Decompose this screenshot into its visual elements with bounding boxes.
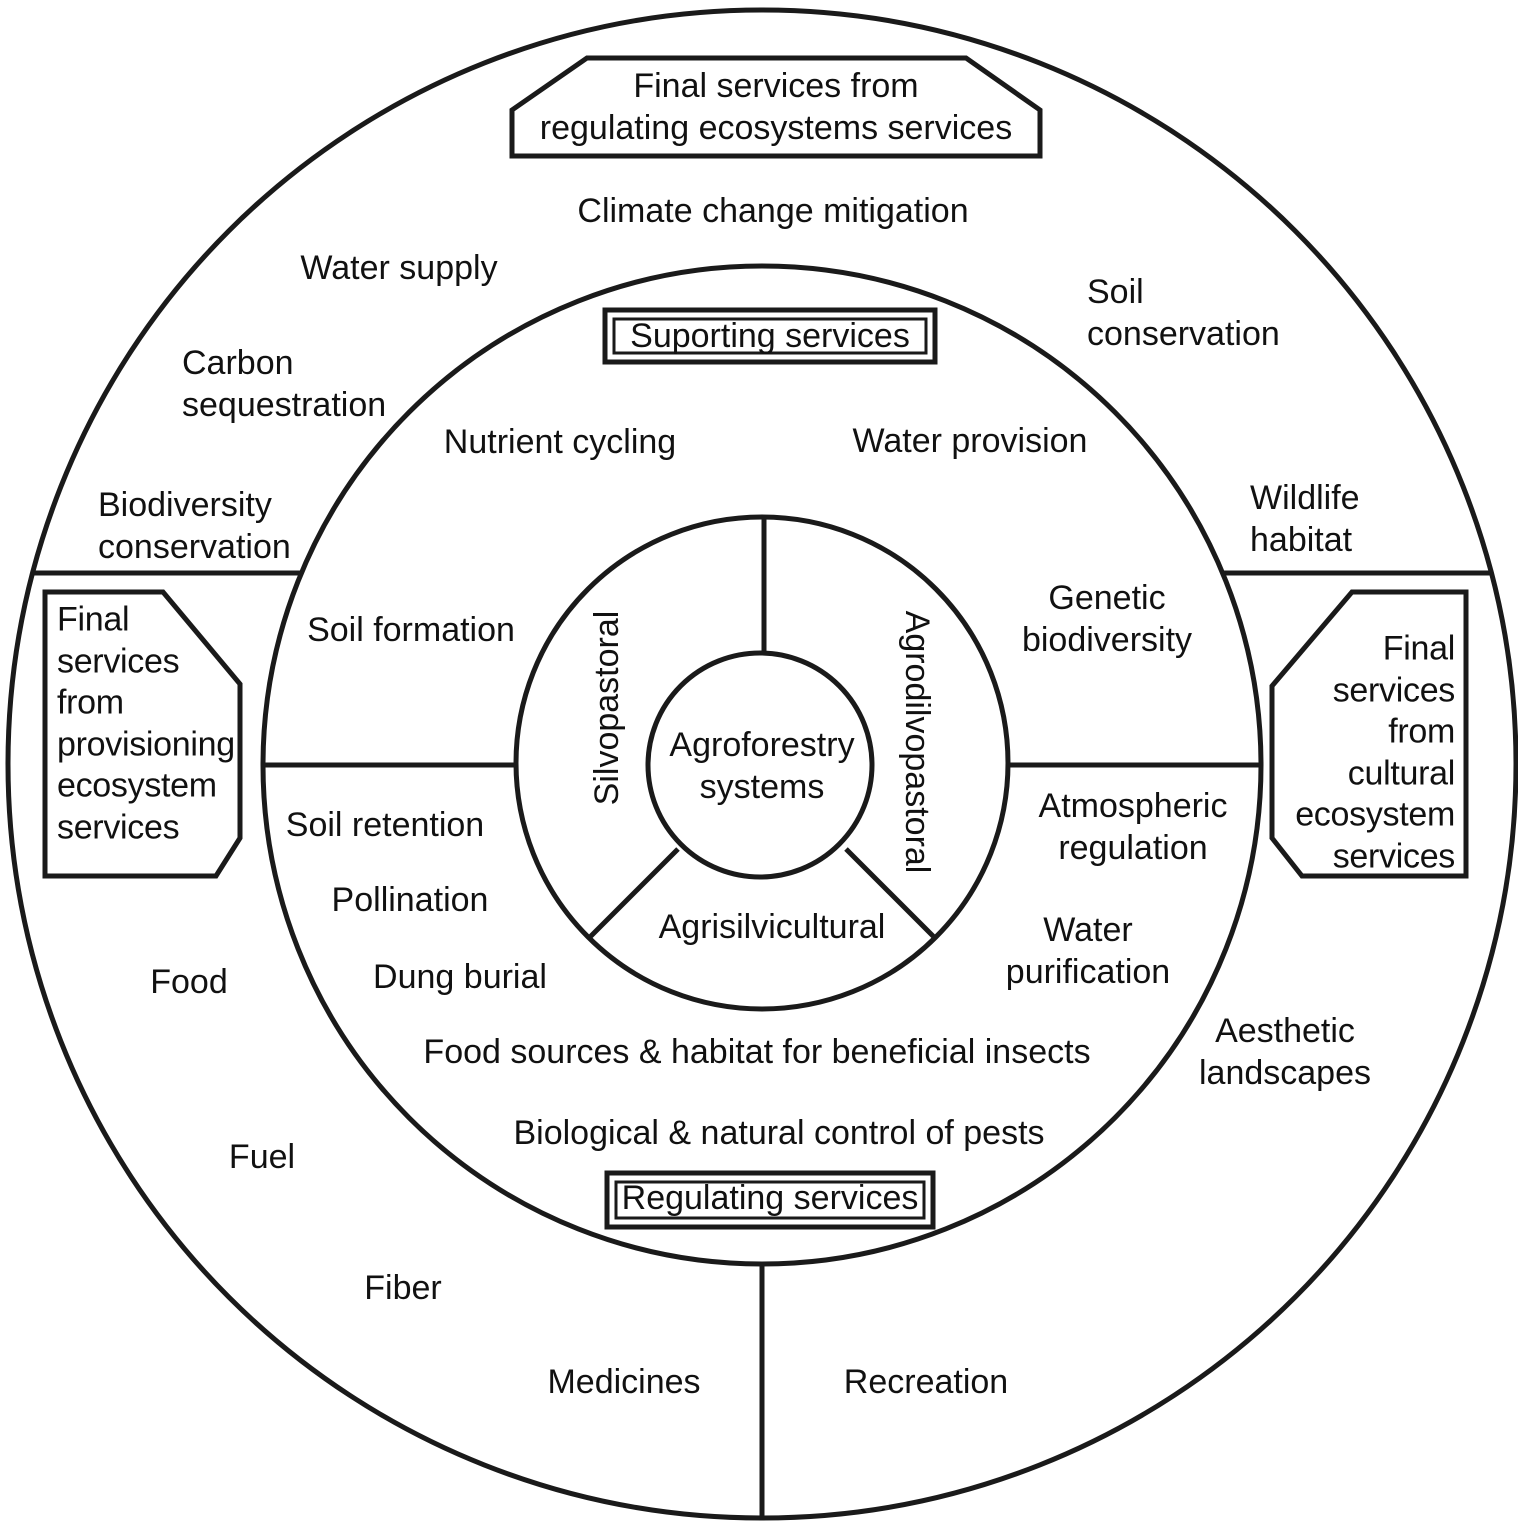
- supporting-services-box-inner: [612, 317, 928, 355]
- label-fuel: Fuel: [228, 1138, 296, 1176]
- regulating-services-box-inner: [614, 1180, 926, 1220]
- label-water-provision: Water provision: [852, 422, 1088, 460]
- supporting-services-box-label: Suporting services: [630, 317, 910, 355]
- label-biological-control: Biological & natural control of pests: [513, 1114, 1045, 1152]
- label-water-purification: Water purification: [1005, 911, 1171, 991]
- label-recreation: Recreation: [843, 1363, 1009, 1401]
- left-callout-box: [42, 589, 243, 879]
- top-box-label: Final services from regulating ecosystem…: [539, 67, 1013, 147]
- label-dung-burial: Dung burial: [373, 958, 547, 996]
- label-soil-conservation: Soil conservation: [1087, 273, 1280, 353]
- label-food: Food: [150, 963, 228, 1001]
- label-soil-retention: Soil retention: [285, 806, 485, 844]
- label-fiber: Fiber: [364, 1269, 442, 1307]
- label-wildlife-habitat: Wildlife habitat: [1250, 479, 1360, 559]
- label-nutrient-cycling: Nutrient cycling: [443, 423, 677, 461]
- label-medicines: Medicines: [547, 1363, 701, 1401]
- divider-inner-right-diagonal: [844, 847, 938, 941]
- outer-circle: [5, 7, 1518, 1521]
- label-silvopastoral: Silvopastoral: [588, 610, 626, 806]
- label-soil-formation: Soil formation: [307, 611, 515, 649]
- left-box-label: Final services from provisioning ecosyst…: [57, 600, 235, 847]
- divider-inner-left-diagonal: [586, 847, 680, 941]
- label-aesthetic-landscapes: Aesthetic landscapes: [1198, 1012, 1372, 1092]
- label-atmospheric-regulation: Atmospheric regulation: [1038, 787, 1228, 867]
- label-water-supply: Water supply: [300, 249, 498, 287]
- label-food-sources-habitat: Food sources & habitat for beneficial in…: [423, 1033, 1091, 1071]
- regulating-services-box-label: Regulating services: [621, 1179, 919, 1217]
- top-callout-box: [509, 55, 1043, 159]
- label-pollination: Pollination: [331, 881, 489, 919]
- label-genetic-biodiversity: Genetic biodiversity: [1021, 579, 1193, 659]
- right-callout-box: [1269, 589, 1469, 879]
- right-box-label: Final services from cultural ecosystem s…: [1295, 629, 1455, 876]
- center-circle: [645, 650, 875, 880]
- center-title: Agroforestry systems: [669, 726, 855, 806]
- label-agrodilvopastoral: Agrodilvopastoral: [898, 610, 936, 874]
- label-climate-change-mitigation: Climate change mitigation: [577, 192, 969, 230]
- label-agrisilvicultural: Agrisilvicultural: [658, 908, 886, 946]
- label-carbon-sequestration: Carbon sequestration: [182, 344, 387, 424]
- label-biodiversity-conservation: Biodiversity conservation: [98, 486, 291, 566]
